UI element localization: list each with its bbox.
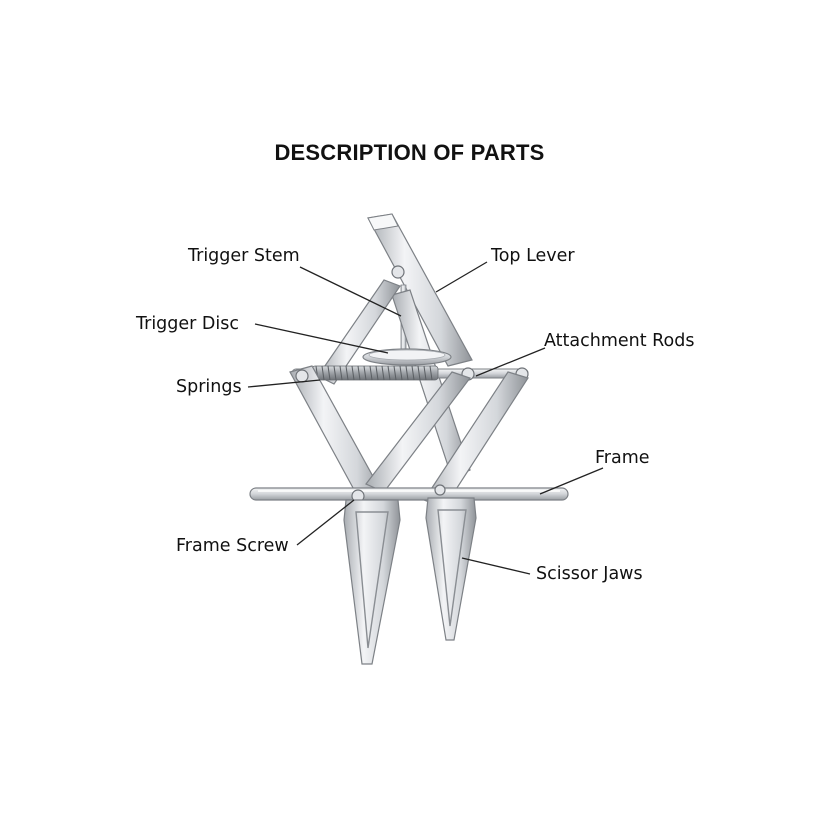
label-springs: Springs xyxy=(176,377,242,397)
label-attachment-rods: Attachment Rods xyxy=(544,331,695,351)
leader-top-lever xyxy=(435,261,488,293)
scissor-jaws-part xyxy=(343,497,477,665)
leader-trigger-stem xyxy=(299,266,402,317)
leader-frame xyxy=(539,467,604,495)
leader-scissor-jaws xyxy=(461,557,531,575)
leader-frame-screw xyxy=(296,499,355,546)
label-frame: Frame xyxy=(595,448,650,468)
label-top-lever: Top Lever xyxy=(491,246,575,266)
trigger-disc-part xyxy=(362,348,452,366)
spring-coils xyxy=(315,365,433,381)
label-trigger-disc: Trigger Disc xyxy=(136,314,239,334)
leader-springs xyxy=(247,379,321,388)
leader-lines xyxy=(247,261,604,575)
leader-attachment-rods xyxy=(475,347,546,377)
top-lever-part xyxy=(367,213,473,367)
springs-part xyxy=(291,365,529,381)
label-trigger-stem: Trigger Stem xyxy=(188,246,300,266)
leader-trigger-disc xyxy=(254,323,389,354)
scissor-arms-front xyxy=(289,365,529,509)
frame-part xyxy=(249,487,569,501)
page-title: DESCRIPTION OF PARTS xyxy=(274,140,545,165)
label-frame-screw: Frame Screw xyxy=(176,536,289,556)
label-scissor-jaws: Scissor Jaws xyxy=(536,564,643,584)
